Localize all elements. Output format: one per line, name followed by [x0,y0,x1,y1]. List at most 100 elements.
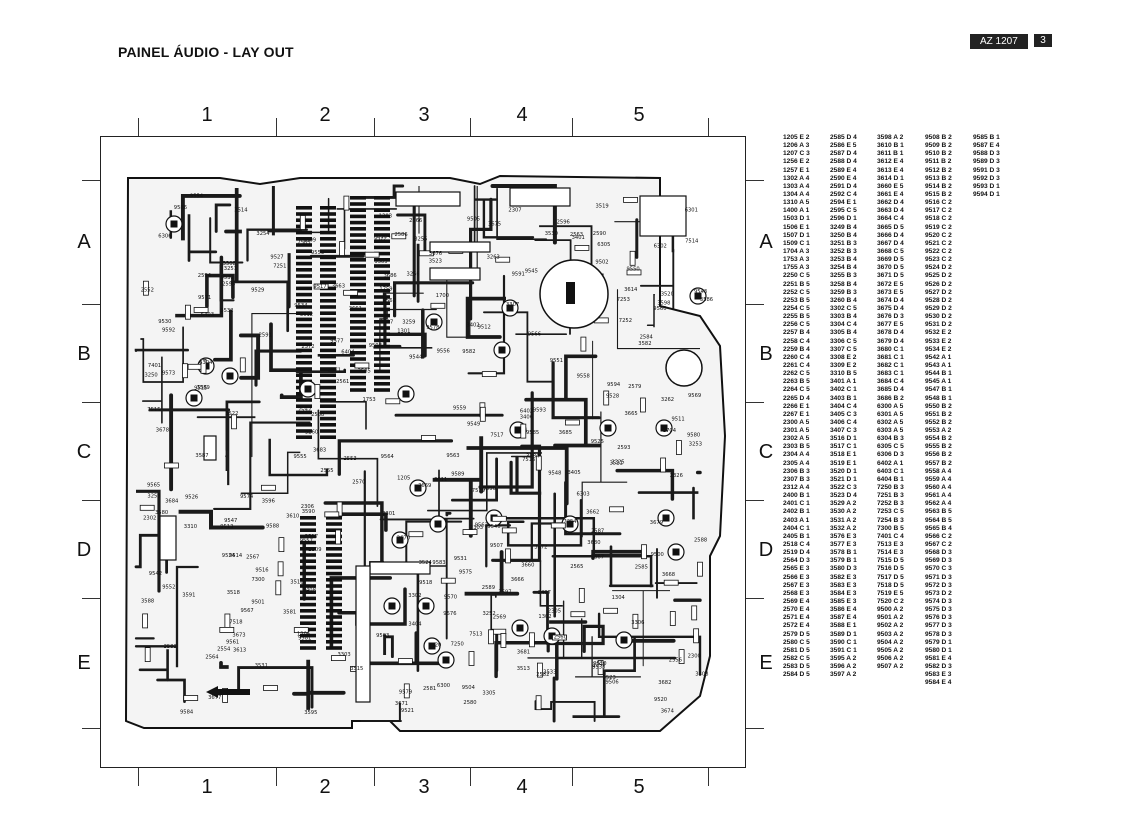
resistor [164,462,179,469]
component-ref-label: 9507 [490,543,503,549]
ic-pin [300,559,316,563]
ref-entry: 3518 E 1 [830,451,857,459]
ref-entry: 3404 C 4 [830,402,857,410]
ref-entry: 2572 E 4 [783,622,810,630]
ref-entry: 9543 A 1 [925,361,952,369]
resistor [193,307,209,313]
resistor [182,363,188,379]
component-ref-label: 3253 [689,441,702,447]
ref-entry: 9529 D 2 [925,304,952,312]
ic-pin [300,547,316,551]
ref-entry: 9553 A 2 [925,427,952,435]
ref-entry: 2568 E 3 [783,589,810,597]
resistor [330,655,346,661]
resistor [185,304,191,320]
component-ref-label: 9506 [606,679,619,685]
ref-entry: 9550 B 2 [925,402,952,410]
ref-entry: 9512 B 2 [925,166,952,174]
component-ref-label: 3401 [572,235,585,241]
component-ref-label: 2300 [688,654,701,660]
ref-entry: 2261 C 4 [783,361,810,369]
grid-tick [374,768,375,786]
ref-entry: 6404 B 1 [877,475,904,483]
ref-entry: 9568 D 3 [925,549,952,557]
component-ref-label: 2305 [548,609,561,615]
component-ref-label: 9593 [533,407,546,413]
grid-tick [276,118,277,136]
ic-pin [374,227,390,231]
ref-entry: 9518 C 2 [925,215,952,223]
ref-entry: 2566 E 3 [783,573,810,581]
ref-entry: 3674 D 4 [877,296,904,304]
resistor [354,362,370,369]
component-ref-label: 9545 [525,269,538,275]
component-ref-label: 3407 [538,590,551,596]
ic-pin [320,218,336,222]
ic-pin [296,373,312,377]
trace [534,700,596,722]
ref-entry: 2300 A 5 [783,418,810,426]
component-ref-label: 9532 [221,275,234,281]
ic-pin [320,280,336,284]
ref-entry: 1207 C 3 [783,150,810,158]
ic-pin [350,233,366,237]
ref-entry: 2588 D 4 [830,158,857,166]
grid-tick [82,304,100,305]
ref-entry: 3597 A 2 [830,671,857,679]
ic-pin [296,348,312,353]
component-ref-label: 3683 [313,448,326,454]
ref-entry: 9520 C 2 [925,231,952,239]
grid-col-bottom-1: 1 [201,776,213,798]
component-ref-label: 9524 [222,553,236,559]
component-ref-label: 9565 [147,483,160,489]
component-ref-label: 2586 [395,232,408,238]
ref-entry: 9593 D 1 [973,182,1000,190]
resistor [501,527,517,534]
ic-pin [296,361,312,365]
resistor [552,634,567,641]
component-ref-label: 7513 [469,632,482,638]
resistor [640,397,646,413]
component-ref-label: 3584 [526,453,540,459]
component-ref-label: 1257 [592,663,605,669]
trace [466,446,569,506]
component-ref-label: 2303 [470,525,483,531]
component-ref-label: 9549 [467,422,480,428]
ref-entry: 9552 B 2 [925,418,952,426]
component-ref-label: 9592 [162,327,175,333]
ref-entry: 3406 C 4 [830,418,857,426]
capacitor-polarity-mark [566,282,575,304]
component-ref-label: 2306 [301,504,314,510]
trace [612,590,670,667]
component-ref-label: 3669 [418,483,431,489]
ic-pin [374,208,390,212]
ref-entry: 3673 E 5 [877,288,904,296]
trace [581,411,628,538]
ref-entry: 9555 B 2 [925,443,952,451]
resistor [335,529,342,545]
component-ref-label: 9557 [300,538,313,544]
resistor [479,406,486,422]
components [139,187,707,711]
ref-entry: 1304 A 4 [783,190,810,198]
component-ref-label: 3259 [402,319,415,325]
component-ref-label: 3671 [395,701,408,707]
ref-entry: 3585 E 3 [830,598,857,606]
ic-pin [326,633,342,638]
ic-pin [350,276,366,281]
ref-entry: 2585 D 4 [830,134,857,141]
ref-entry: 9551 B 2 [925,410,952,418]
component-ref-label: 6304 [199,360,213,366]
trace [178,509,265,530]
component-ref-label: 3519 [596,203,609,209]
component-ref-label: 3673 [232,633,245,639]
ref-entry: 9570 C 3 [925,565,952,573]
ref-entry: 2569 E 4 [783,598,810,606]
ic-pin [296,416,312,421]
component-ref-label: 3585 [358,368,371,374]
pad-center [422,602,430,610]
component-ref-label: 1700 [436,293,449,299]
resistor [239,357,246,373]
component-ref-label: 9517 [313,284,326,290]
ic-pin [320,243,336,247]
